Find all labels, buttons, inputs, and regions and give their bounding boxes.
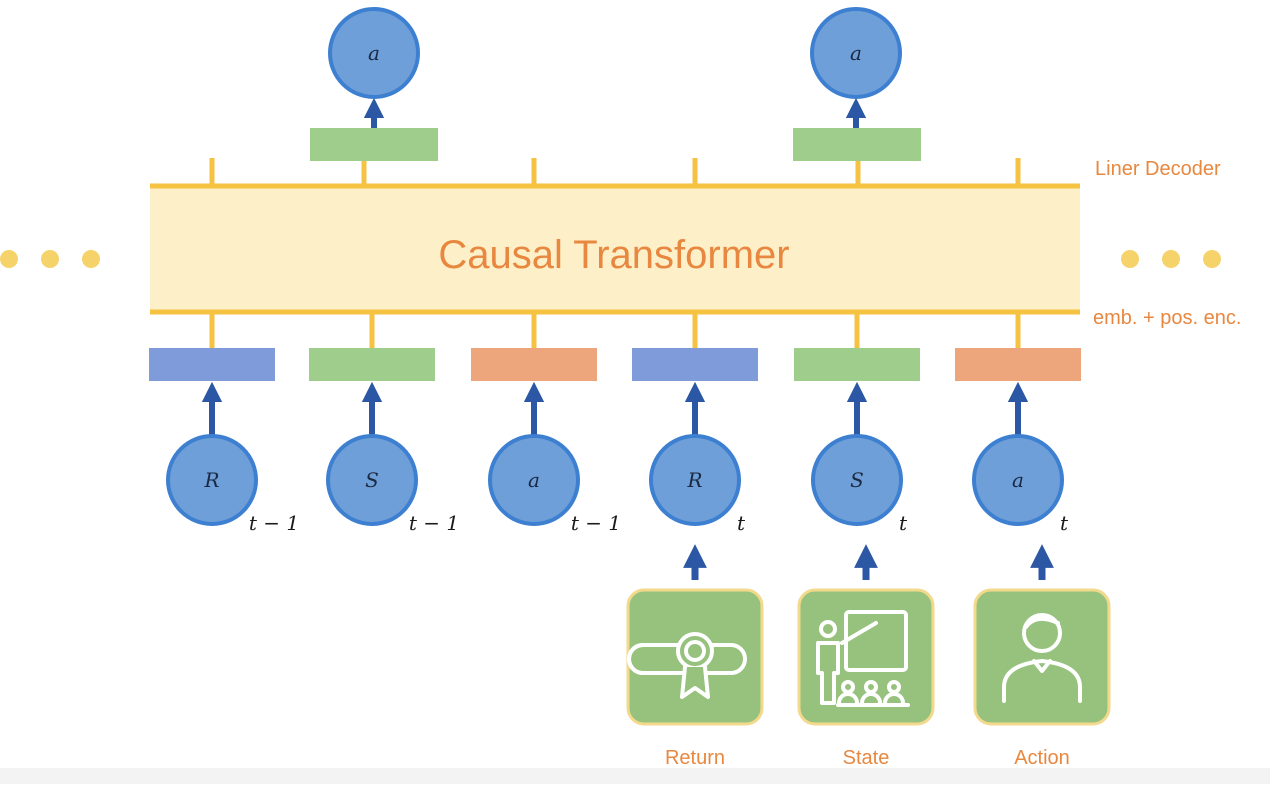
- token-timestep: t: [899, 511, 908, 535]
- output-action-node: [328, 7, 420, 99]
- right-ellipsis: [1121, 250, 1221, 268]
- transformer-title: Causal Transformer: [438, 233, 789, 277]
- token-timestep: t: [1060, 511, 1069, 535]
- token-action-t-minus-1: a t − 1: [471, 312, 621, 535]
- embedding-bar-action: [471, 348, 597, 381]
- source-label: State: [843, 747, 890, 769]
- decoder-output-bar: [310, 128, 438, 161]
- token-node: [649, 434, 741, 526]
- token-timestep: t: [737, 511, 746, 535]
- decoder-label: Liner Decoder: [1095, 158, 1221, 180]
- source-state: State: [797, 544, 935, 769]
- source-action: Action: [973, 544, 1111, 769]
- token-timestep: t − 1: [249, 511, 299, 535]
- output-action-symbol: a: [368, 41, 380, 65]
- decoder-connectors: [209, 158, 1021, 186]
- person-icon: [1002, 613, 1082, 703]
- source-return: Return: [626, 544, 764, 769]
- token-timestep: t − 1: [571, 511, 621, 535]
- input-sources: Return State Action: [626, 544, 1111, 769]
- footer-band: [0, 768, 1270, 784]
- token-node: [326, 434, 418, 526]
- token-timestep: t − 1: [409, 511, 459, 535]
- token-symbol: a: [528, 468, 540, 492]
- teacher-icon: [816, 610, 910, 707]
- embedding-bar-state: [794, 348, 920, 381]
- token-state-t: St: [794, 312, 920, 535]
- token-return-t: Rt: [632, 312, 758, 535]
- token-node: [972, 434, 1064, 526]
- embedding-label: emb. + pos. enc.: [1093, 307, 1241, 329]
- output-action-symbol: a: [850, 41, 862, 65]
- embedding-bar-return: [149, 348, 275, 381]
- certificate-icon: [627, 632, 747, 699]
- transformer-block: [150, 186, 1080, 312]
- source-icon-box: [973, 588, 1111, 726]
- token-symbol: S: [850, 468, 864, 492]
- output-action-node: [810, 7, 902, 99]
- decoder-output-bar: [793, 128, 921, 161]
- embedding-bar-state: [309, 348, 435, 381]
- token-symbol: R: [686, 468, 702, 492]
- token-node: [811, 434, 903, 526]
- embedding-bar-return: [632, 348, 758, 381]
- token-symbol: a: [1012, 468, 1024, 492]
- source-label: Action: [1014, 747, 1070, 769]
- token-action-t: at: [955, 312, 1081, 535]
- token-node: [166, 434, 258, 526]
- token-return-t-minus-1: Rt − 1: [149, 312, 299, 535]
- source-label: Return: [665, 747, 725, 769]
- token-state-t-minus-1: St − 1: [309, 312, 459, 535]
- token-symbol: R: [203, 468, 219, 492]
- token-symbol: S: [365, 468, 379, 492]
- embedding-bar-action: [955, 348, 1081, 381]
- token-node: [488, 434, 580, 526]
- left-ellipsis: [0, 250, 100, 268]
